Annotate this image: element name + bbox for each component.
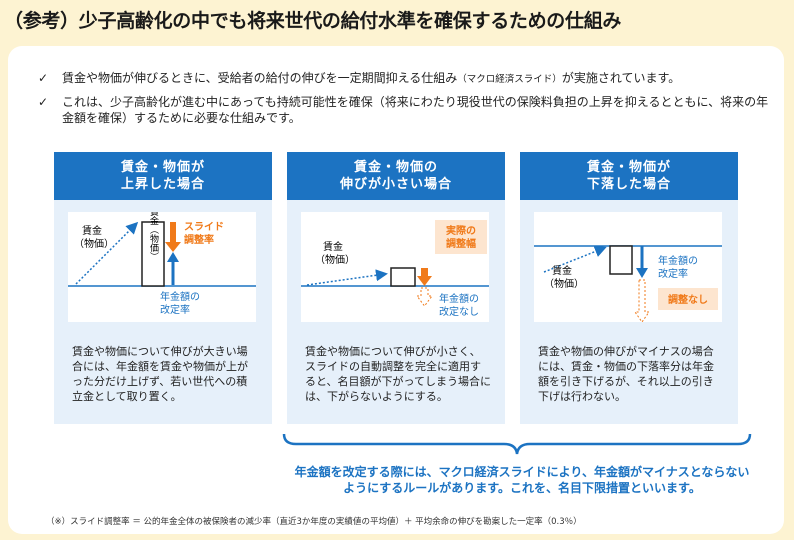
- dashed-down-arrow: [634, 279, 650, 323]
- box-label: 賃金（物価）: [148, 212, 159, 261]
- actual-label2: 調整幅: [446, 237, 476, 250]
- wage-rise-box: [141, 221, 165, 287]
- wage-sub-label: （物価）: [74, 237, 114, 250]
- pension-down-arrow: [636, 268, 648, 278]
- column-rise: 賃金・物価が 上昇した場合 賃金 （物価） 賃金（物価） スライド 調整率 年金…: [54, 152, 272, 424]
- column-header-line2: 下落した場合: [586, 177, 671, 192]
- wage-small-box: [390, 267, 416, 287]
- wage-label: 賃金: [552, 264, 572, 277]
- column-header: 賃金・物価が 下落した場合: [520, 152, 738, 200]
- column-header-line1: 賃金・物価が: [120, 160, 205, 175]
- bullet-text: 賃金や物価が伸びるときに、受給者の給付の伸びを一定期間抑える仕組み: [62, 71, 458, 85]
- column-header-line1: 賃金・物価の: [353, 160, 438, 175]
- pension-label: 年金額の: [439, 292, 479, 305]
- pension-label2: 改定なし: [439, 305, 479, 318]
- diagram-fall: 賃金 （物価） 年金額の 改定率 調整なし: [534, 212, 722, 323]
- check-icon: ✓: [38, 95, 49, 109]
- dashed-down-arrow: [416, 287, 433, 307]
- wage-label: 賃金: [82, 224, 102, 237]
- actual-label: 実際の: [446, 224, 476, 237]
- bullet-item: ✓ 賃金や物価が伸びるときに、受給者の給付の伸びを一定期間抑える仕組み（マクロ経…: [38, 70, 778, 88]
- pension-label2: 改定率: [160, 303, 190, 316]
- diagram-rise: 賃金 （物価） 賃金（物価） スライド 調整率 年金額の 改定率: [68, 206, 256, 322]
- wage-trend-arrow: [543, 245, 607, 273]
- brace-bracket: [282, 433, 752, 455]
- slide-down-arrow: [165, 222, 181, 252]
- wage-sub-label: （物価）: [544, 277, 584, 290]
- column-header: 賃金・物価が 上昇した場合: [54, 152, 272, 200]
- title-band: （参考）少子高齢化の中でも将来世代の給付水準を確保するための仕組み: [0, 0, 794, 42]
- none-label: 調整なし: [668, 293, 708, 306]
- diagram-small: 賃金 （物価） 実際の 調整幅 年金額の 改定なし: [301, 212, 489, 322]
- bullet-list: ✓ 賃金や物価が伸びるときに、受給者の給付の伸びを一定期間抑える仕組み（マクロ経…: [38, 70, 778, 132]
- column-header-line1: 賃金・物価が: [586, 160, 671, 175]
- summary-note: 年金額を改定する際には、マクロ経済スライドにより、年金額がマイナスとならないよう…: [294, 465, 750, 495]
- column-header: 賃金・物価の 伸びが小さい場合: [287, 152, 505, 200]
- bullet-tail: が実施されています。: [561, 71, 681, 85]
- none-badge: [658, 288, 718, 310]
- page-title: （参考）少子高齢化の中でも将来世代の給付水準を確保するための仕組み: [4, 10, 622, 32]
- footnote: （※）スライド調整率 ＝ 公的年金全体の被保険者の減少率（直近3か年度の実績値の…: [46, 517, 582, 527]
- pension-label2: 改定率: [658, 267, 688, 280]
- column-header-line2: 上昇した場合: [120, 177, 205, 192]
- wage-trend-arrow: [306, 269, 388, 286]
- actual-badge: [435, 220, 487, 254]
- wage-sub-label: （物価）: [315, 253, 355, 266]
- column-description: 賃金や物価について伸びが大きい場合には、年金額を賃金や物価が上がった分だけ上げず…: [72, 345, 248, 403]
- column-fall: 賃金・物価が 下落した場合 賃金 （物価） 年金額の 改定率 調整なし: [520, 152, 738, 424]
- slide-label2: 調整率: [184, 233, 214, 246]
- wage-label: 賃金: [323, 240, 343, 253]
- pension-label: 年金額の: [658, 254, 698, 267]
- column-small: 賃金・物価の 伸びが小さい場合 賃金 （物価） 実際の 調整幅 年金額の 改定な…: [287, 152, 505, 424]
- column-description: 賃金や物価について伸びが小さく、スライドの自動調整を完全に適用すると、名目額が下…: [305, 345, 492, 403]
- check-icon: ✓: [38, 71, 49, 85]
- bullet-note: （マクロ経済スライド）: [457, 74, 562, 85]
- actual-down-arrow: [417, 268, 432, 286]
- column-description: 賃金や物価の伸びがマイナスの場合には、賃金・物価の下落率分は年金額を引き下げるが…: [538, 345, 714, 403]
- pension-up-arrow: [167, 252, 179, 262]
- bullet-item: ✓ これは、少子高齢化が進む中にあっても持続可能性を確保（将来にわたり現役世代の…: [38, 94, 778, 126]
- pension-label: 年金額の: [160, 290, 200, 303]
- bullet-text: これは、少子高齢化が進む中にあっても持続可能性を確保（将来にわたり現役世代の保険…: [62, 95, 769, 125]
- column-header-line2: 伸びが小さい場合: [339, 177, 452, 192]
- slide-label: スライド: [184, 221, 224, 233]
- wage-fall-box: [609, 245, 633, 275]
